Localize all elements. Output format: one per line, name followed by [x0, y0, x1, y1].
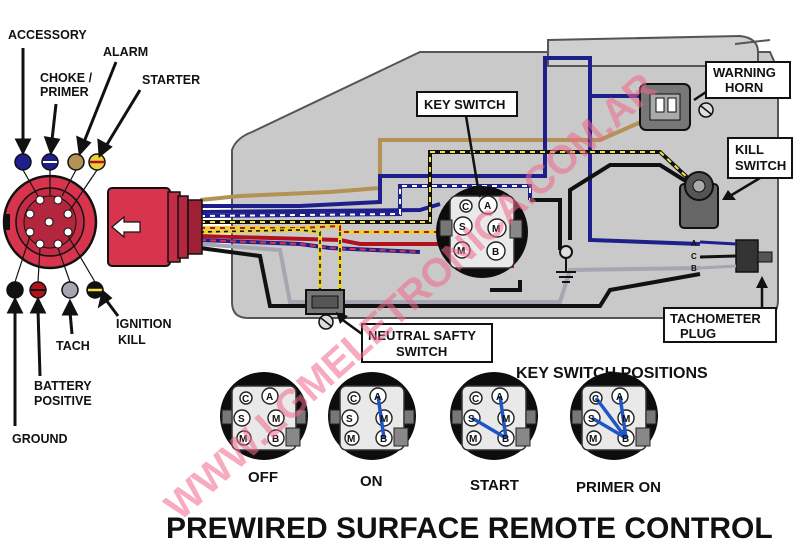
svg-text:C: C [350, 394, 357, 405]
ks-term-a: A [484, 201, 491, 212]
svg-text:C: C [592, 394, 599, 405]
ks-term-m-circle: M [457, 246, 465, 257]
position-primer-on: C A S M M B PRIMER ON [569, 371, 661, 496]
svg-text:A: A [616, 392, 623, 403]
callout-tachometer-plug-line2: PLUG [680, 326, 716, 341]
label-ground: GROUND [12, 432, 68, 446]
svg-text:M: M [589, 434, 597, 445]
pin-battery-positive [29, 281, 47, 299]
tach-term-b: B [691, 264, 697, 273]
label-alarm: ALARM [103, 45, 148, 59]
svg-text:B: B [380, 434, 387, 445]
svg-text:A: A [374, 392, 381, 403]
tachometer-plug: A C B [691, 239, 773, 273]
label-ignition-kill-line2: KILL [118, 333, 146, 347]
position-primer-on-label: PRIMER ON [576, 479, 661, 496]
label-accessory: ACCESSORY [8, 28, 87, 42]
svg-text:B: B [622, 434, 629, 445]
callout-key-switch-text: KEY SWITCH [424, 97, 505, 112]
pin-leads [14, 169, 98, 283]
label-battery-positive-line1: BATTERY [34, 379, 92, 393]
svg-text:A: A [266, 392, 273, 403]
ks-term-s: S [459, 222, 466, 233]
neutral-safety-switch [305, 289, 345, 330]
callout-neutral-safety-line2: SWITCH [396, 344, 447, 359]
callout-kill-switch: KILL SWITCH [722, 137, 793, 200]
label-arrows [6, 48, 142, 426]
warning-horn [639, 83, 714, 131]
svg-text:C: C [472, 394, 479, 405]
callout-warning-horn: WARNING HORN [693, 61, 791, 102]
callout-kill-switch-line2: SWITCH [735, 158, 786, 173]
svg-text:B: B [502, 434, 509, 445]
position-start-label: START [470, 477, 519, 494]
callout-kill-switch-line1: KILL [735, 142, 764, 157]
callout-warning-horn-line1: WARNING [713, 65, 776, 80]
ground-symbol [556, 245, 576, 283]
position-on-label: ON [360, 473, 383, 490]
pin-ignition-kill [86, 281, 104, 299]
svg-text:M: M [380, 414, 388, 425]
svg-text:S: S [346, 414, 353, 425]
label-choke-primer-line2: PRIMER [40, 85, 89, 99]
svg-text:M: M [622, 414, 630, 425]
svg-text:S: S [588, 414, 595, 425]
position-off-label: OFF [248, 469, 278, 486]
callout-neutral-safety-line1: NEUTRAL SAFTY [368, 328, 476, 343]
pin-ground [6, 281, 24, 299]
key-switch: C A S M M B [436, 186, 528, 278]
pin-starter [88, 153, 106, 171]
svg-text:M: M [502, 414, 510, 425]
svg-text:M: M [469, 434, 477, 445]
pin-choke-primer [41, 153, 59, 171]
label-choke-primer-line1: CHOKE / [40, 71, 93, 85]
svg-text:C: C [242, 394, 249, 405]
svg-text:S: S [238, 414, 245, 425]
position-start: C A S M M B START [449, 371, 539, 494]
svg-text:M: M [347, 434, 355, 445]
svg-text:S: S [468, 414, 475, 425]
ks-term-m: M [492, 224, 500, 235]
label-starter: STARTER [142, 73, 200, 87]
callout-tachometer-plug-line1: TACHOMETER [670, 311, 761, 326]
callout-key-switch: KEY SWITCH [416, 91, 518, 198]
pin-accessory [14, 153, 32, 171]
tach-term-a: A [691, 239, 697, 248]
wire-harness [199, 56, 702, 308]
svg-text:M: M [239, 434, 247, 445]
harness-plug [107, 187, 203, 267]
svg-text:A: A [496, 392, 503, 403]
ks-term-c: C [462, 202, 469, 213]
kill-switch [679, 171, 719, 229]
svg-text:M: M [272, 414, 280, 425]
callout-warning-horn-line2: HORN [725, 80, 763, 95]
position-off: C A S M M B OFF [219, 371, 309, 486]
svg-text:B: B [272, 434, 279, 445]
pin-alarm [67, 153, 85, 171]
ks-term-b: B [492, 247, 499, 258]
callout-tachometer-plug: TACHOMETER PLUG [663, 276, 777, 343]
tach-term-c: C [691, 252, 697, 261]
label-battery-positive-line2: POSITIVE [34, 394, 92, 408]
position-on: C A S M M B ON [327, 371, 417, 490]
label-tach: TACH [56, 339, 90, 353]
page-title: PREWIRED SURFACE REMOTE CONTROL [166, 512, 773, 545]
arrow-left-icon [111, 215, 141, 239]
pin-tach [61, 281, 79, 299]
callout-neutral-safety: NEUTRAL SAFTY SWITCH [336, 312, 493, 363]
label-ignition-kill-line1: IGNITION [116, 317, 172, 331]
